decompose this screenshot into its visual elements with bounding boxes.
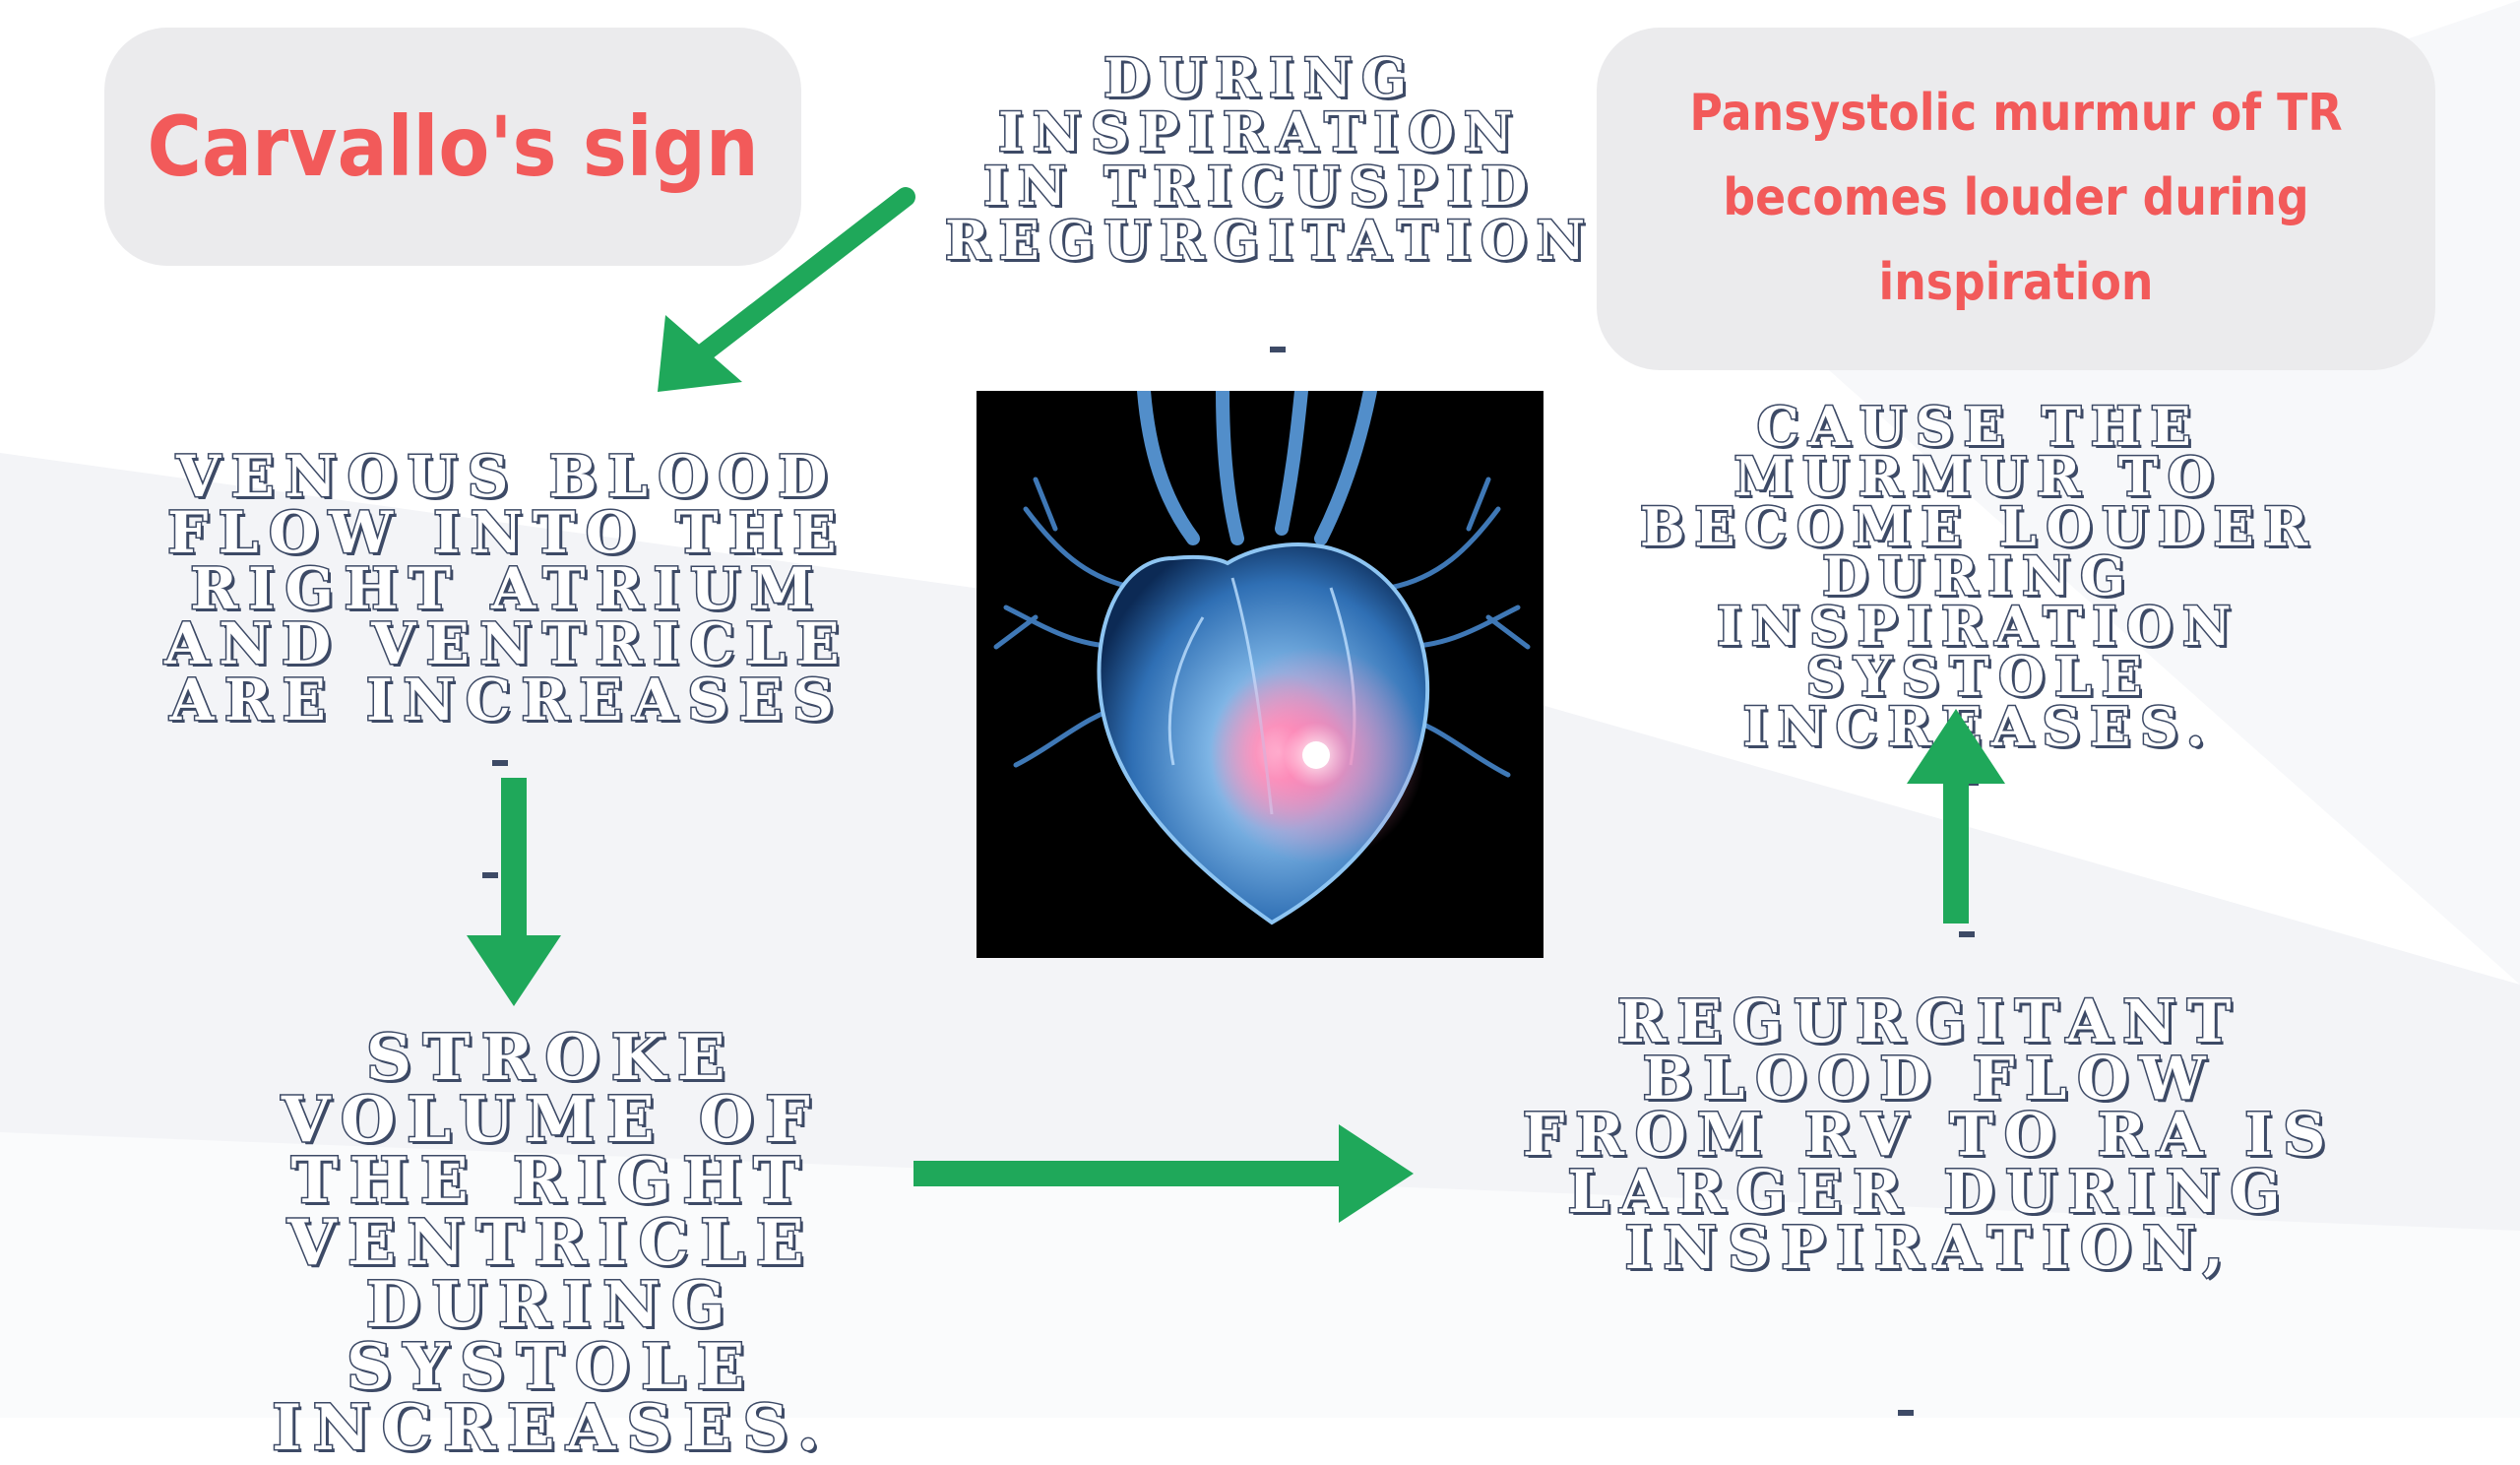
step-louder-murmur: CAUSE THE MURMUR TO BECOME LOUDER DURING…: [1639, 395, 2317, 758]
divider-mark: [1898, 1410, 1914, 1416]
arrow-down: [467, 778, 561, 1006]
step-regurgitant-flow: REGURGITANT BLOOD FLOW FROM RV TO RA IS …: [1521, 987, 2337, 1284]
title: Carvallo's sign: [147, 98, 759, 195]
arrow-diagonal: [658, 187, 915, 392]
summary-box: Pansystolic murmur of TR becomes louder …: [1597, 28, 2435, 370]
summary-text: Pansystolic murmur of TR becomes louder …: [1689, 84, 2343, 312]
arrow-right: [914, 1124, 1414, 1223]
heart-illustration: [976, 391, 1544, 958]
step-stroke-volume: STROKE VOLUME OF THE RIGHT VENTRICLE DUR…: [271, 1021, 831, 1465]
divider-mark: [482, 872, 498, 878]
divider-mark: [1959, 931, 1975, 937]
divider-mark: [1270, 347, 1286, 352]
divider-mark: [492, 760, 508, 766]
title-box: Carvallo's sign: [104, 28, 801, 266]
arrow-up: [1907, 709, 2005, 924]
step-inspiration: DURING INSPIRATION IN TRICUSPID REGURGIT…: [944, 46, 1595, 273]
step-venous-flow: VENOUS BLOOD FLOW INTO THE RIGHT ATRIUM …: [162, 443, 850, 734]
